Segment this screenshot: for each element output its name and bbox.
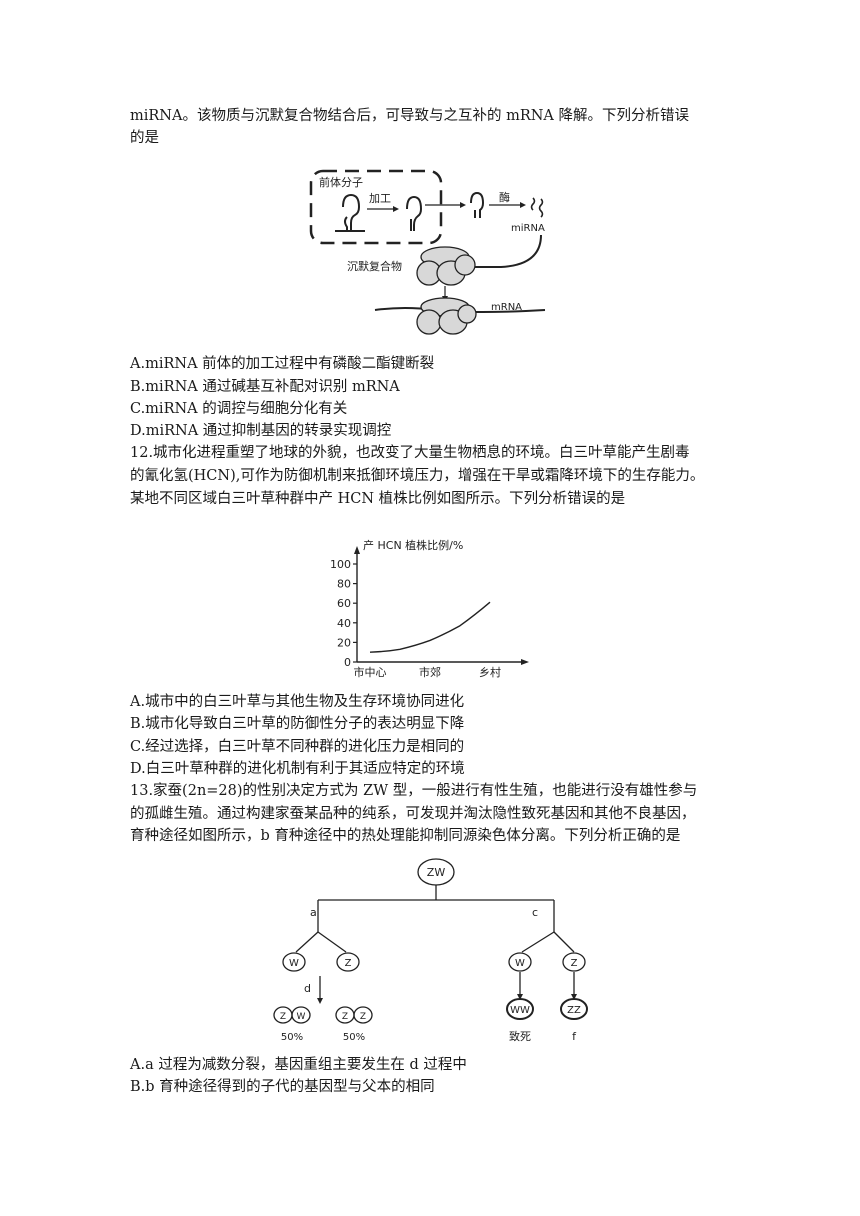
x-tick-label: 市中心 — [354, 665, 387, 679]
y-tick-label: 0 — [344, 656, 351, 669]
q12-stem-line-3: 某地不同区域白三叶草种群中产 HCN 植株比例如图所示。下列分析错误的是 — [130, 491, 626, 507]
ww-label: WW — [510, 1005, 530, 1016]
zz-label: ZZ — [567, 1005, 581, 1016]
silencing-complex — [416, 246, 476, 286]
y-tick-label: 20 — [337, 636, 351, 649]
q11-intro-line-2: 的是 — [130, 130, 159, 146]
q11-option-d: D.miRNA 通过抑制基因的转录实现调控 — [130, 423, 392, 439]
mrna-label: mRNA — [491, 302, 522, 313]
left-w-label: W — [289, 958, 299, 969]
zw-z-label: Z — [280, 1012, 286, 1022]
q11-option-a: A.miRNA 前体的加工过程中有磷酸二酯键断裂 — [130, 356, 435, 372]
q13-option-a: A.a 过程为减数分裂，基因重组主要发生在 d 过程中 — [130, 1057, 467, 1073]
f-label: f — [572, 1030, 577, 1043]
hairpin-2 — [406, 195, 423, 231]
right-z-label: Z — [571, 958, 578, 969]
node-right-w — [508, 952, 532, 972]
percent-label-1: 50% — [281, 1032, 303, 1043]
node-left-w — [282, 952, 306, 972]
q13-option-b: B.b 育种途径得到的子代的基因型与父本的相同 — [130, 1079, 435, 1095]
hcn-chart: 产 HCN 植株比例/% 0 20 40 60 80 100 市中心 市郊 乡村 — [330, 538, 529, 679]
hairpin-1 — [335, 193, 365, 232]
y-tick-label: 40 — [337, 617, 351, 630]
q11-option-b: B.miRNA 通过碱基互补配对识别 mRNA — [130, 379, 400, 395]
lethal-label: 致死 — [509, 1029, 531, 1043]
zz-z1-label: Z — [342, 1012, 348, 1022]
x-tick-label: 市郊 — [419, 665, 441, 679]
mirna-diagram: 前体分子 加工 酶 miRNA 沉默复合物 mRNA — [309, 169, 546, 335]
mirna-label: miRNA — [511, 223, 545, 234]
q12-option-d: D.白三叶草种群的进化机制有利于其适应特定的环境 — [130, 761, 465, 777]
x-tick-label: 乡村 — [479, 665, 501, 679]
q12-option-c: C.经过选择，白三叶草不同种群的进化压力是相同的 — [130, 739, 465, 755]
q13-stem-line-3: 育种途径如图所示，b 育种途径中的热处理能抑制同源染色体分离。下列分析正确的是 — [130, 828, 681, 844]
y-axis-label: 产 HCN 植株比例/% — [363, 538, 463, 552]
breeding-tree-diagram: ZW a c d W Z W Z Z W Z Z WW ZZ 50% 50% 致… — [273, 858, 588, 1043]
y-tick-label: 60 — [337, 597, 351, 610]
q12-option-a: A.城市中的白三叶草与其他生物及生存环境协同进化 — [130, 694, 465, 710]
q13-stem-line-1: 13.家蚕(2n=28)的性别决定方式为 ZW 型，一般进行有性生殖，也能进行没… — [130, 783, 698, 799]
node-zz-z2 — [353, 1006, 373, 1024]
q13-stem-line-2: 的孤雌生殖。通过构建家蚕某品种的纯系，可发现并淘汰隐性致死基因和其他不良基因， — [130, 806, 696, 822]
silencing-complex-bound — [416, 297, 477, 335]
node-right-z — [562, 952, 586, 972]
zw-w-label: W — [297, 1012, 306, 1022]
branch-d-label: d — [304, 982, 311, 995]
enzyme-label: 酶 — [499, 191, 510, 204]
q11-option-c: C.miRNA 的调控与细胞分化有关 — [130, 401, 348, 417]
hairpin-3 — [470, 191, 485, 218]
y-tick-label: 80 — [337, 578, 351, 591]
zz-z2-label: Z — [360, 1012, 366, 1022]
y-tick-label: 100 — [330, 558, 351, 571]
left-z-label: Z — [345, 958, 352, 969]
q11-intro-line-1: miRNA。该物质与沉默复合物结合后，可导致与之互补的 mRNA 降解。下列分析… — [130, 108, 690, 124]
node-zw-w — [291, 1006, 311, 1024]
branch-a-label: a — [310, 906, 317, 919]
silencing-complex-label: 沉默复合物 — [347, 259, 402, 273]
node-left-z — [336, 952, 360, 972]
q12-stem-line-2: 的氰化氢(HCN),可作为防御机制来抵御环境压力，增强在干旱或霜降环境下的生存能… — [130, 468, 705, 484]
percent-label-2: 50% — [343, 1032, 365, 1043]
root-label: ZW — [427, 866, 446, 879]
processing-label: 加工 — [369, 192, 391, 205]
series-line — [369, 601, 491, 653]
precursor-label: 前体分子 — [319, 175, 363, 189]
right-w-label: W — [515, 958, 525, 969]
q12-option-b: B.城市化导致白三叶草的防御性分子的表达明显下降 — [130, 716, 465, 732]
branch-c-label: c — [532, 906, 538, 919]
q12-stem-line-1: 12.城市化进程重塑了地球的外貌，也改变了大量生物栖息的环境。白三叶草能产生剧毒 — [130, 445, 690, 461]
